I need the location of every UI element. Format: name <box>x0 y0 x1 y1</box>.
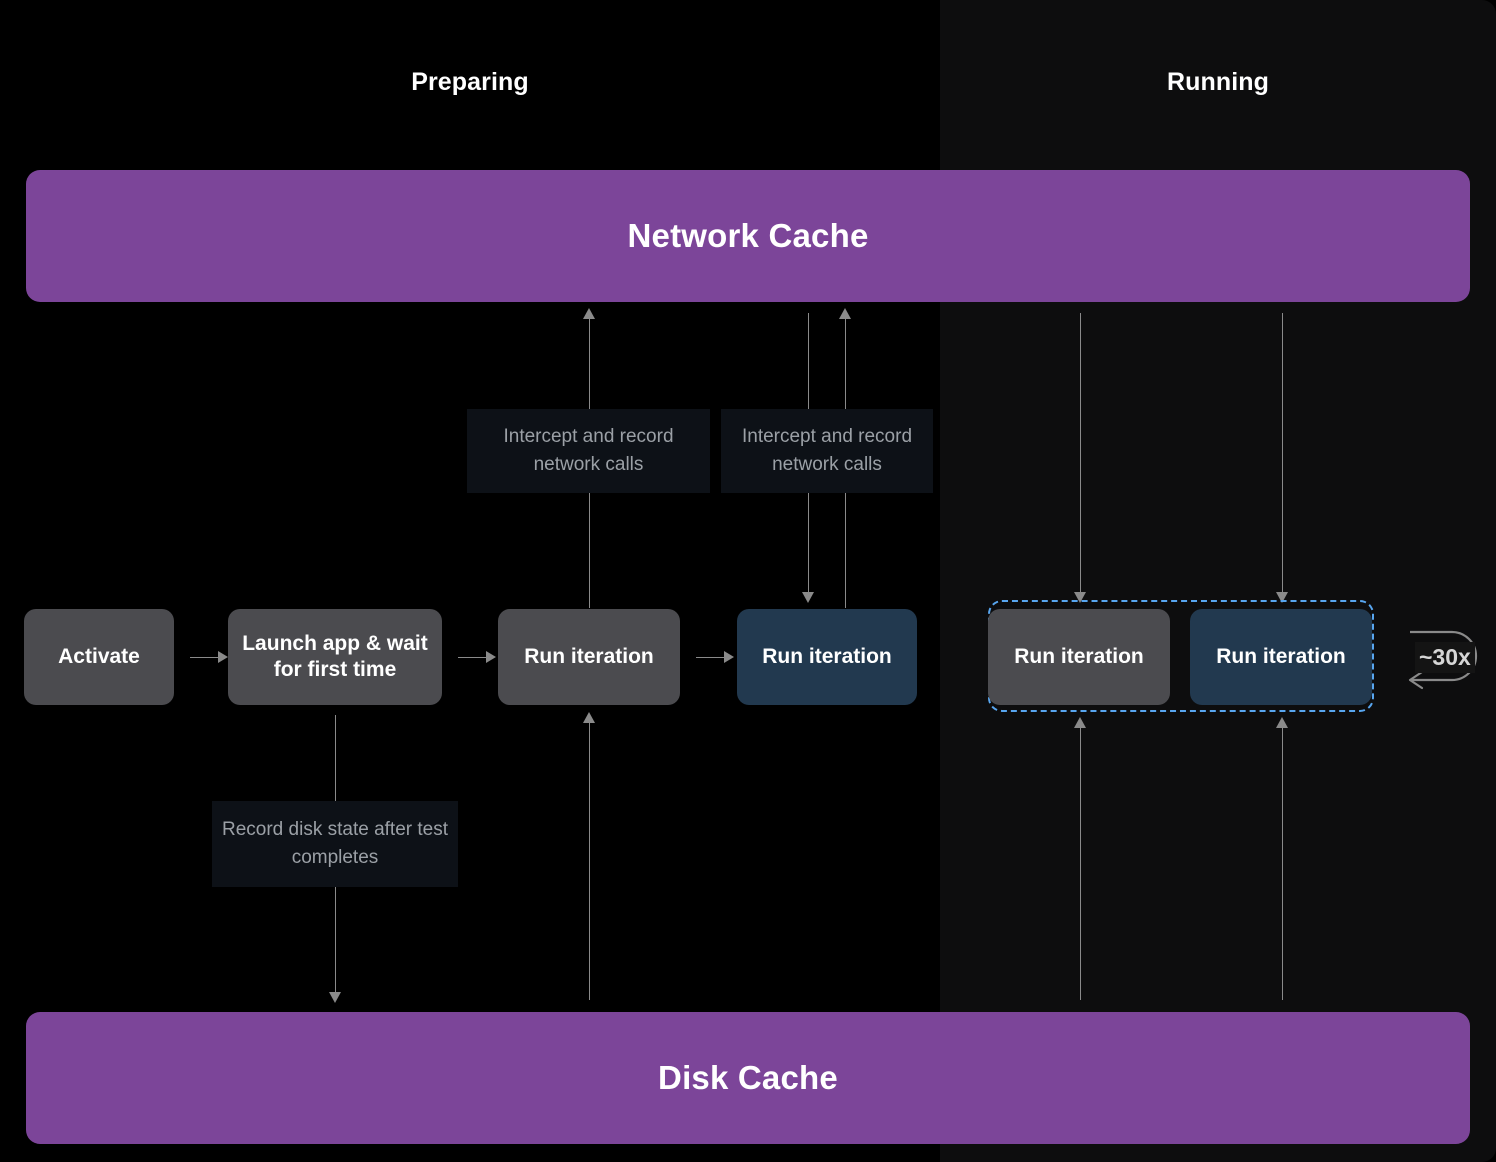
connector-network-to-iter2-arrowhead <box>802 592 814 603</box>
annotation-intercept-1: Intercept and record network calls <box>467 409 710 493</box>
annotation-intercept-2: Intercept and record network calls <box>721 409 933 493</box>
connector-disk-to-iter1-arrowhead <box>583 712 595 723</box>
disk-cache-bar[interactable]: Disk Cache <box>26 1012 1470 1144</box>
loop-repeat-count-badge: ~30x <box>1415 642 1475 673</box>
node-run-iteration-prep-2[interactable]: Run iteration <box>737 609 917 705</box>
node-activate[interactable]: Activate <box>24 609 174 705</box>
arrow-iter1-to-iter2-head <box>724 651 734 663</box>
connector-disk-to-run1-arrowhead <box>1074 717 1086 728</box>
connector-network-to-run2-arrowhead <box>1276 592 1288 603</box>
connector-launch-to-disk-arrowhead <box>329 992 341 1003</box>
arrow-launch-to-iter1-line <box>458 657 490 658</box>
node-run-iteration-prep-1[interactable]: Run iteration <box>498 609 680 705</box>
annotation-record-disk: Record disk state after test completes <box>212 801 458 887</box>
arrow-launch-to-iter1-head <box>486 651 496 663</box>
connector-disk-to-iter1-line <box>589 717 590 1000</box>
arrow-iter1-to-iter2-line <box>696 657 728 658</box>
loop-arrow-icon <box>1408 630 1478 690</box>
node-run-iteration-running-2[interactable]: Run iteration <box>1190 609 1372 705</box>
node-launch-app[interactable]: Launch app & wait for first time <box>228 609 442 705</box>
connector-network-to-run1-line <box>1080 313 1081 595</box>
node-run-iteration-running-1[interactable]: Run iteration <box>988 609 1170 705</box>
column-header-running: Running <box>1166 68 1270 96</box>
connector-iter2-to-network-arrowhead <box>839 308 851 319</box>
connector-disk-to-run2-arrowhead <box>1276 717 1288 728</box>
connector-disk-to-run1-line <box>1080 722 1081 1000</box>
connector-network-to-run2-line <box>1282 313 1283 595</box>
arrow-activate-to-launch-line <box>190 657 222 658</box>
connector-disk-to-run2-line <box>1282 722 1283 1000</box>
network-cache-bar[interactable]: Network Cache <box>26 170 1470 302</box>
arrow-activate-to-launch-head <box>218 651 228 663</box>
column-header-preparing: Preparing <box>411 68 529 96</box>
connector-iter1-to-network-arrowhead <box>583 308 595 319</box>
connector-network-to-run1-arrowhead <box>1074 592 1086 603</box>
